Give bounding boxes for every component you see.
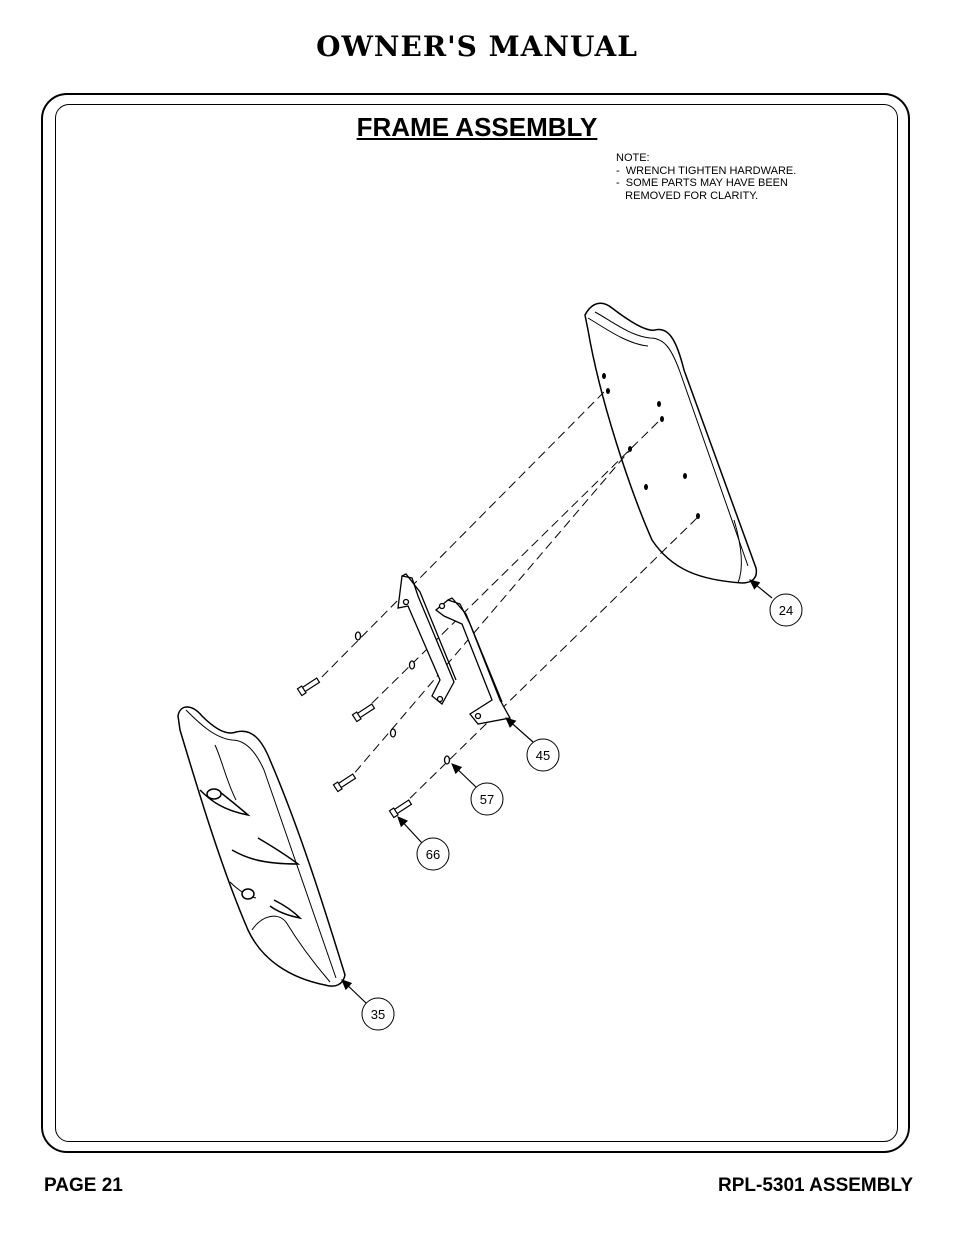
callout-label-45: 45 [536,748,550,763]
frame-pad-35 [177,706,346,987]
callout-35: 35 [361,997,395,1031]
callout-57: 57 [470,782,504,816]
model-assembly: RPL-5301 ASSEMBLY [718,1175,913,1196]
note-line: - WRENCH TIGHTEN HARDWARE. [616,164,797,177]
bolts-66 [296,677,413,819]
leader-lines [341,579,773,1004]
callout-label-57: 57 [480,792,494,807]
callout-66: 66 [416,837,450,871]
assembly-note: NOTE: - WRENCH TIGHTEN HARDWARE. - SOME … [616,152,796,202]
section-title: FRAME ASSEMBLY [356,112,598,142]
page-number: PAGE 21 [44,1175,123,1196]
note-line: - SOME PARTS MAY HAVE BEEN [616,177,788,189]
outer-border [41,93,910,1153]
back-pad-24 [584,302,758,584]
callout-label-66: 66 [426,847,440,862]
washers-57 [354,631,451,765]
callout-45: 45 [526,738,560,772]
manual-title: OWNER'S MANUAL [316,30,638,63]
callout-24: 24 [769,593,803,627]
note-heading: NOTE: [616,152,650,164]
callout-label-35: 35 [371,1007,385,1022]
inner-border [55,104,898,1142]
callout-label-24: 24 [779,603,793,618]
bracket-45 [397,573,512,725]
note-line: REMOVED FOR CLARITY. [616,189,759,202]
alignment-lines [311,391,699,809]
